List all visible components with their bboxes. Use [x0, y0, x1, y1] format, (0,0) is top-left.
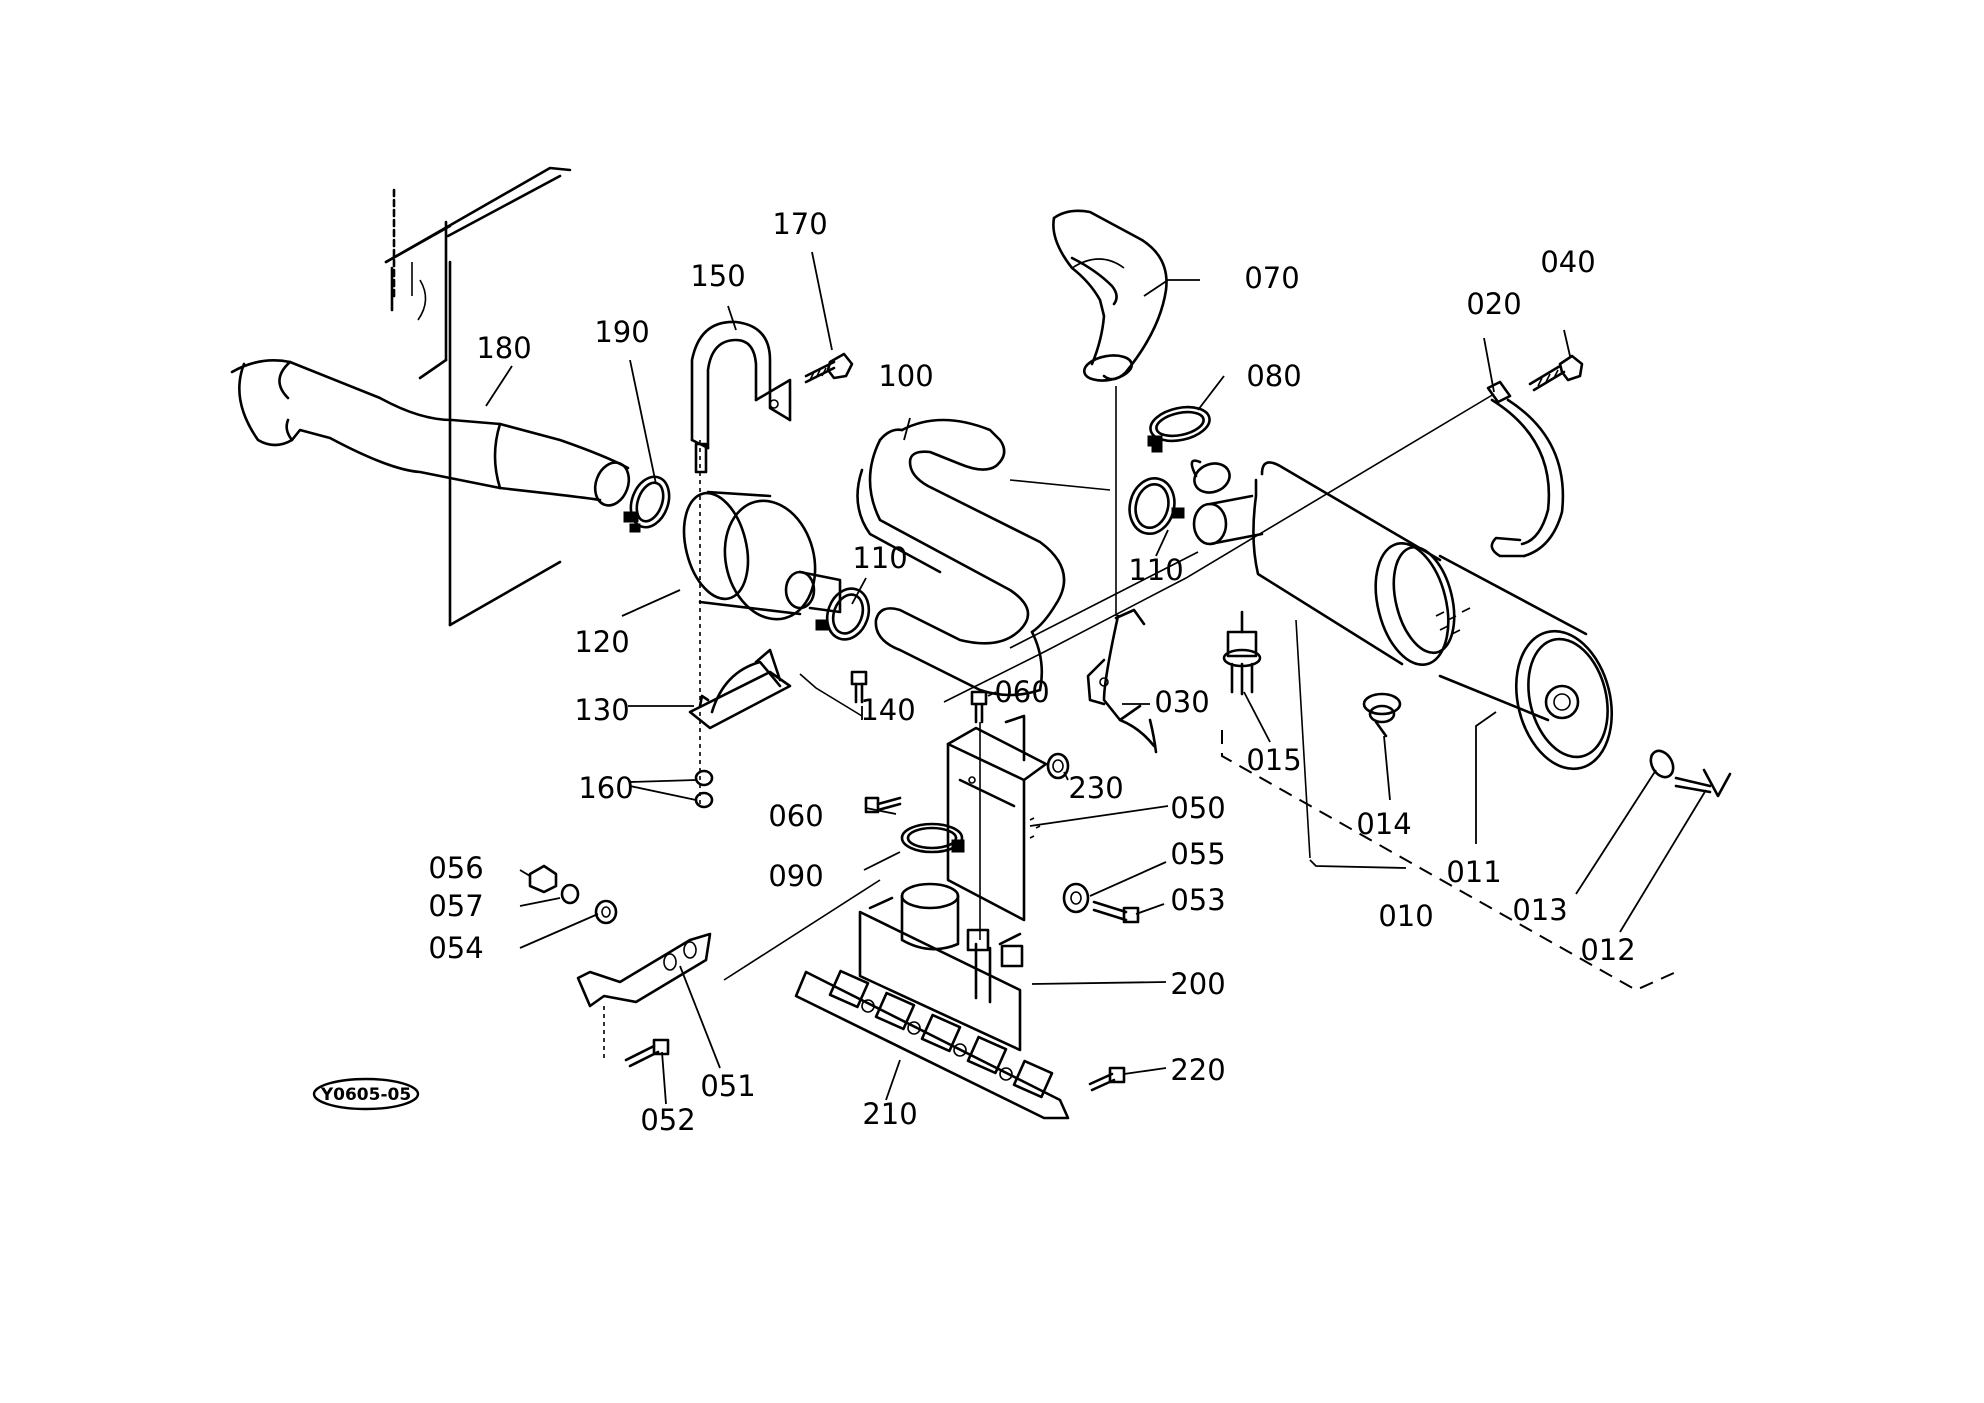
air-cleaner-outlet: [1190, 459, 1264, 546]
part-label-160: 160: [578, 771, 633, 805]
part-label-055: 055: [1170, 837, 1225, 871]
assembly-010-outline: [1221, 730, 1677, 992]
part-070-elbow-cap: [1052, 209, 1168, 382]
part-label-056: 056: [428, 851, 483, 885]
part-labels: 180 190 150 170 100 070 080 020 040 110 110 120 130 1…: [428, 207, 1635, 1137]
radiator-frame: [384, 166, 572, 627]
part-190-hose-clamp: [623, 475, 671, 533]
part-051-stay: [576, 932, 712, 1060]
part-label-060b: 060: [768, 799, 823, 833]
part-label-140: 140: [860, 693, 915, 727]
part-label-230: 230: [1068, 771, 1123, 805]
part-label-057: 057: [428, 889, 483, 923]
part-120-precleaner: [682, 490, 842, 621]
part-label-012: 012: [1580, 933, 1635, 967]
part-label-170: 170: [772, 207, 827, 241]
part-052-bolt: [624, 1038, 670, 1068]
part-110-clamp-right: [1128, 477, 1185, 535]
part-label-014: 014: [1356, 807, 1411, 841]
part-014-valve: [1362, 692, 1402, 738]
part-055-washer: [1062, 882, 1090, 914]
part-label-053: 053: [1170, 883, 1225, 917]
part-label-120: 120: [574, 625, 629, 659]
part-040-bolt: [1528, 354, 1584, 392]
part-054-washer: [594, 899, 618, 925]
part-label-010: 010: [1378, 899, 1433, 933]
part-220-bolt: [1088, 1066, 1126, 1092]
part-label-013: 013: [1512, 893, 1567, 927]
part-label-030: 030: [1154, 685, 1209, 719]
part-050-bracket-plate: [946, 714, 1048, 922]
part-label-054: 054: [428, 931, 483, 965]
part-label-090: 090: [768, 859, 823, 893]
part-label-220: 220: [1170, 1053, 1225, 1087]
part-230-washer: [1046, 752, 1070, 780]
part-label-052: 052: [640, 1103, 695, 1137]
part-012-wing-bolt: [1674, 768, 1732, 798]
part-label-050: 050: [1170, 791, 1225, 825]
part-030-support: [1086, 608, 1158, 754]
part-140-bolt: [850, 670, 868, 704]
part-100-s-pipe: [856, 418, 1066, 697]
part-011-air-cleaner-body: [1252, 461, 1614, 771]
part-label-040: 040: [1540, 245, 1595, 279]
part-057-washer: [560, 883, 580, 905]
part-label-020: 020: [1466, 287, 1521, 321]
leader-lines: [485, 251, 1707, 1105]
part-label-060a: 060: [994, 675, 1049, 709]
part-060-bolt-upper: [970, 690, 988, 724]
part-170-bolt: [804, 352, 854, 384]
part-150-bracket: [690, 320, 792, 450]
part-130-bracket: [688, 648, 792, 730]
drawing-code-text: Y0605-05: [320, 1085, 411, 1105]
part-label-110a: 110: [852, 541, 907, 575]
part-080-clamp: [1147, 405, 1211, 453]
part-label-210: 210: [862, 1097, 917, 1131]
part-label-190: 190: [594, 315, 649, 349]
part-label-110b: 110: [1128, 553, 1183, 587]
part-label-130: 130: [574, 693, 629, 727]
part-label-015: 015: [1246, 743, 1301, 777]
part-020-band: [1486, 380, 1565, 558]
part-label-150: 150: [690, 259, 745, 293]
part-053-bolt: [1092, 900, 1140, 924]
part-210-gasket: [794, 969, 1070, 1120]
part-180-inlet-pipe: [230, 359, 631, 507]
part-015-sensor: [1222, 610, 1262, 696]
part-label-070: 070: [1244, 261, 1299, 295]
part-090-clamp: [900, 822, 965, 854]
part-110-clamp-left: [815, 587, 871, 641]
part-056-nut: [528, 864, 558, 894]
part-label-051: 051: [700, 1069, 755, 1103]
part-label-180: 180: [476, 331, 531, 365]
part-060-bolt-lower: [864, 796, 902, 814]
part-label-200: 200: [1170, 967, 1225, 1001]
part-label-011: 011: [1446, 855, 1501, 889]
part-label-080: 080: [1246, 359, 1301, 393]
part-200-intake-manifold: [858, 882, 1024, 1052]
part-013-nut: [1649, 749, 1675, 779]
part-label-100: 100: [878, 359, 933, 393]
drawing-code-stamp: Y0605-05: [312, 1077, 420, 1111]
